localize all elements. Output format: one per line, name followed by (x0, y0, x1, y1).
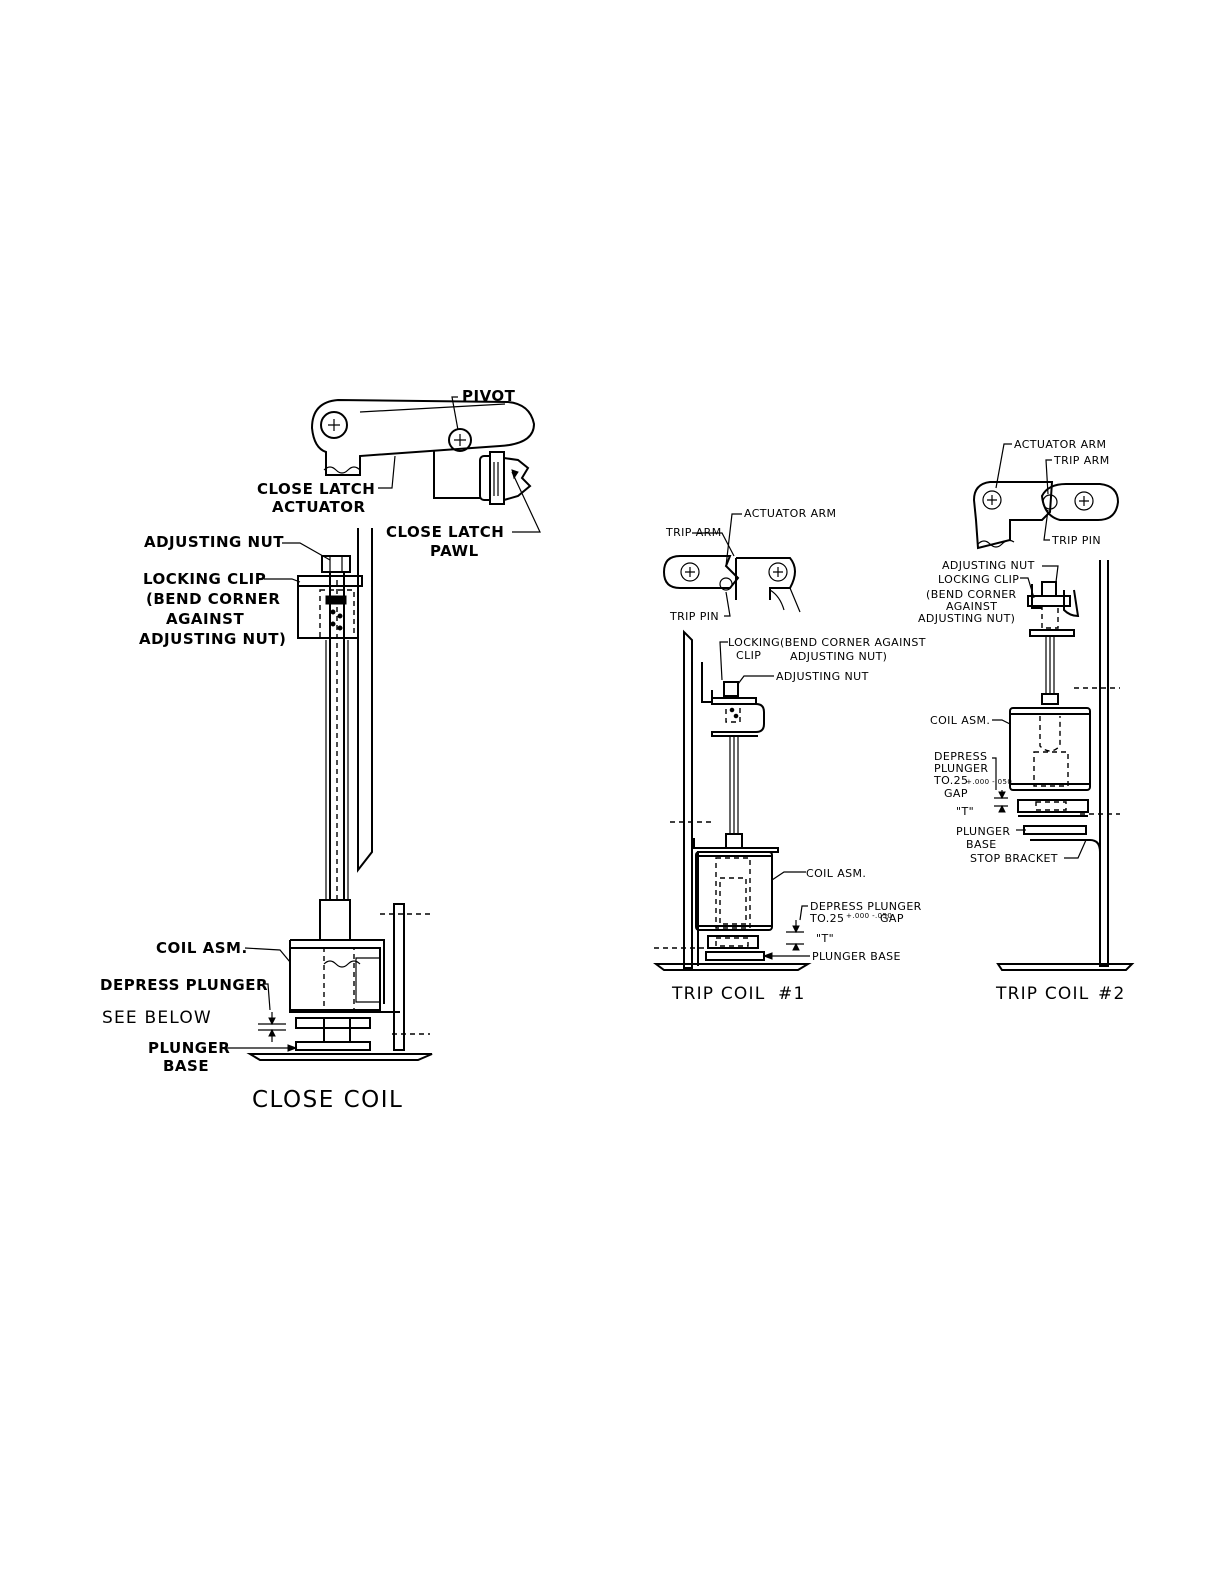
t2-depress-label: DEPRESS (934, 750, 987, 763)
t1-coil-asm-label: COIL ASM. (806, 867, 866, 880)
trip-coil-2-drawing: ACTUATOR ARM TRIP ARM TRIP PIN ADJUSTING… (918, 438, 1135, 1004)
t2-coil-asm-label: COIL ASM. (930, 714, 990, 727)
t2-trip-pin-label: TRIP PIN (1051, 534, 1101, 547)
t1-depress-tolerance: +.000 -.050 (846, 912, 892, 920)
locking-clip-label-3: AGAINST (166, 610, 244, 628)
t1-trip-pin-label: TRIP PIN (669, 610, 719, 623)
locking-clip-label-2: (BEND CORNER (146, 590, 280, 608)
trip-coil-1-drawing: ACTUATOR ARM TRIP ARM TRIP PIN LOCKING C… (653, 507, 926, 1004)
t1-actuator-arm-label: ACTUATOR ARM (744, 507, 836, 520)
close-coil-title: CLOSE COIL (252, 1087, 403, 1113)
trip-coil-1-arms (662, 555, 801, 613)
depress-plunger-label: DEPRESS PLUNGER (100, 976, 268, 994)
t2-bend-label-3: ADJUSTING NUT) (918, 612, 1015, 625)
t2-locking-clip-label: LOCKING CLIP (938, 573, 1019, 586)
t1-adjusting-nut-label: ADJUSTING NUT (776, 670, 869, 683)
t2-bend-label: (BEND CORNER (926, 588, 1017, 601)
adjusting-nut-label: ADJUSTING NUT (144, 533, 284, 551)
t2-stop-bracket-label: STOP BRACKET (970, 852, 1058, 865)
t1-clip-label: CLIP (736, 649, 761, 662)
close-latch-actuator-label-2: ACTUATOR (272, 498, 366, 516)
pivot-label: PIVOT (462, 387, 516, 405)
t2-plunger-base-label: PLUNGER (956, 825, 1010, 838)
trip-coil-2-arms (972, 481, 1120, 550)
t2-depress-label-4: GAP (944, 787, 968, 800)
t2-actuator-arm-label: ACTUATOR ARM (1014, 438, 1106, 451)
t1-plunger-base-label: PLUNGER BASE (812, 950, 901, 963)
close-latch-actuator (310, 398, 536, 476)
close-coil-assembly (289, 939, 400, 1013)
locking-clip-label-4: ADJUSTING NUT) (139, 630, 286, 648)
plunger-base-label-2: BASE (163, 1057, 209, 1075)
close-coil-drawing: PIVOT CLOSE LATCH ACTUATOR CLOSE LATCH P… (100, 387, 541, 1113)
t2-depress-label-3: TO.25 (933, 774, 968, 787)
t1-depress-label-2: TO.25 (809, 912, 844, 925)
plunger-base-label: PLUNGER (148, 1039, 230, 1057)
t2-plunger-base-label-2: BASE (966, 838, 997, 851)
see-below-label: SEE BELOW (102, 1008, 212, 1028)
t2-trip-arm-label: TRIP ARM (1053, 454, 1110, 467)
t2-t-mark: "T" (956, 805, 974, 818)
t2-depress-label-2: PLUNGER (934, 762, 988, 775)
close-latch-actuator-label: CLOSE LATCH (257, 480, 375, 498)
trip-coil-1-number: #1 (778, 984, 805, 1004)
t1-locking-label: LOCKING (728, 636, 780, 649)
t1-bend-label-2: ADJUSTING NUT) (790, 650, 887, 663)
t1-t-mark: "T" (816, 932, 834, 945)
t1-trip-arm-label: TRIP ARM (665, 526, 722, 539)
coil-asm-label: COIL ASM. (156, 939, 248, 957)
t1-depress-label: DEPRESS PLUNGER (810, 900, 922, 913)
pivot-pin (448, 428, 472, 452)
locking-clip-label: LOCKING CLIP (143, 570, 266, 588)
t2-adjusting-nut-label: ADJUSTING NUT (942, 559, 1035, 572)
trip-coil-2-number: #2 (1098, 984, 1125, 1004)
trip-coil-1-title: TRIP COIL (671, 984, 765, 1004)
t2-bend-label-2: AGAINST (946, 600, 997, 613)
trip-coil-2-title: TRIP COIL (995, 984, 1089, 1004)
t1-depress-label-3: GAP (880, 912, 904, 925)
close-latch-pawl-label: CLOSE LATCH (386, 523, 504, 541)
close-latch-pawl-label-2: PAWL (430, 542, 479, 560)
close-latch-pawl (433, 450, 532, 505)
t1-bend-label: (BEND CORNER AGAINST (780, 636, 926, 649)
t2-depress-tolerance: +.000 -.050 (966, 778, 1012, 786)
